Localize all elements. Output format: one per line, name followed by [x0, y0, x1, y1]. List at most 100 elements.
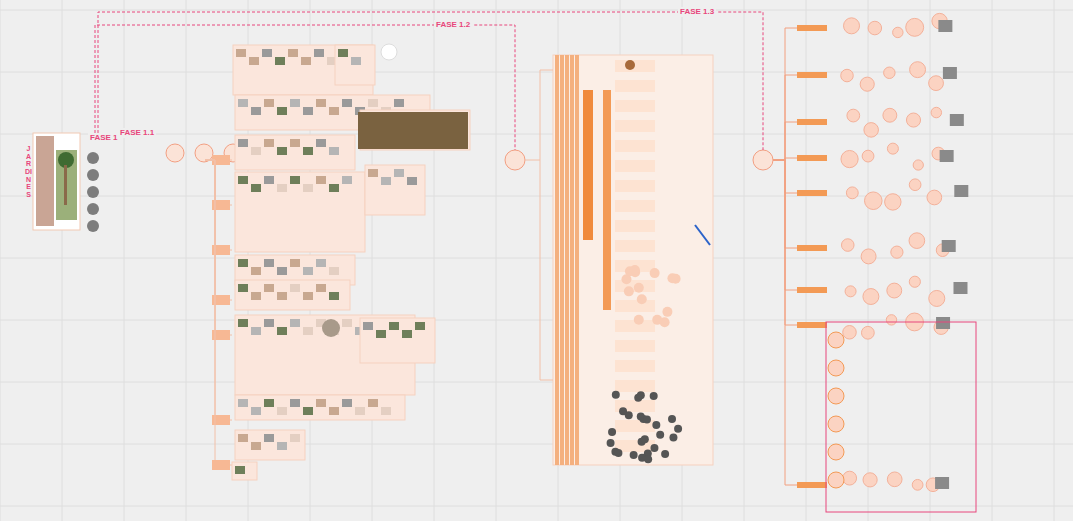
grid-line	[744, 0, 745, 521]
table-row	[615, 60, 655, 72]
thumbnail	[338, 49, 348, 57]
idea-circle	[864, 192, 882, 210]
poster-panel	[33, 133, 80, 230]
dot	[637, 294, 647, 304]
phase-title: FASE 1.1	[118, 128, 156, 138]
thumbnail	[316, 176, 326, 184]
photo-dot	[607, 439, 615, 447]
idea-circle	[841, 150, 858, 167]
idea-circle	[828, 416, 844, 432]
thumbnail	[249, 57, 259, 65]
orange-tag	[797, 72, 827, 78]
grid-line	[0, 0, 1, 521]
thumbnail	[251, 107, 261, 115]
idea-circle	[844, 18, 860, 34]
content-panel	[365, 165, 425, 215]
idea-circle	[847, 109, 860, 122]
orange-band	[555, 55, 559, 465]
phase-label: FASE 1	[88, 133, 120, 143]
thumbnail	[389, 322, 399, 330]
table-row	[615, 180, 655, 192]
dot	[624, 286, 634, 296]
thumbnail	[394, 169, 404, 177]
dot	[667, 273, 677, 283]
dragonfly	[695, 225, 710, 245]
thumbnail	[277, 327, 287, 335]
orange-tag	[797, 287, 827, 293]
content-panel	[235, 280, 350, 310]
thumbnail	[251, 292, 261, 300]
photo-dot	[614, 449, 622, 457]
thumbnail	[329, 184, 339, 192]
grid-line	[1054, 0, 1055, 521]
thumbnail	[936, 317, 950, 329]
thumbnail	[290, 139, 300, 147]
thumbnail	[950, 114, 964, 126]
photo-dot	[669, 433, 677, 441]
table-row	[615, 240, 655, 252]
idea-circle	[828, 360, 844, 376]
table-row	[615, 80, 655, 92]
dot	[634, 315, 644, 325]
thumbnail	[935, 477, 949, 489]
phase-title: FASE 1	[88, 133, 120, 143]
branch-line	[205, 160, 232, 250]
grid-line	[0, 258, 1073, 259]
idea-circle	[841, 239, 854, 252]
idea-circle	[909, 233, 925, 249]
thumbnail	[303, 147, 313, 155]
photo-dot	[630, 451, 638, 459]
idea-circle	[893, 27, 903, 37]
idea-circle	[887, 143, 898, 154]
hub-circle	[753, 150, 773, 170]
thumbnail	[238, 99, 248, 107]
orange-tag	[797, 245, 827, 251]
thumbnail	[264, 434, 274, 442]
content-panel	[232, 462, 257, 480]
idea-circle	[883, 108, 897, 122]
thumbnail	[251, 407, 261, 415]
photo-dot	[641, 435, 649, 443]
photo-dot	[661, 450, 669, 458]
thumbnail	[264, 319, 274, 327]
orange-band	[583, 90, 593, 240]
phase-label: FASE 1.1	[118, 128, 156, 138]
idea-circle	[828, 472, 844, 488]
thumbnail	[238, 259, 248, 267]
thumbnail	[342, 399, 352, 407]
thumbnail	[368, 169, 378, 177]
grid-line	[186, 0, 187, 521]
photo	[36, 136, 54, 226]
idea-circle	[929, 76, 944, 91]
branch-line	[205, 160, 232, 420]
branch-line	[525, 70, 553, 380]
thumbnail	[329, 267, 339, 275]
table-panel	[553, 55, 713, 465]
branch-line	[205, 160, 232, 300]
hub-circle	[195, 144, 213, 162]
thumbnail	[290, 399, 300, 407]
idea-circle	[891, 246, 903, 258]
thumbnail	[942, 240, 956, 252]
thumbnail	[238, 399, 248, 407]
content-panel	[235, 135, 355, 170]
thumbnail	[301, 57, 311, 65]
orange-tag	[797, 322, 827, 328]
idea-circle	[887, 472, 902, 487]
thumbnail	[953, 282, 967, 294]
content-panel	[235, 395, 405, 420]
thumbnail	[264, 176, 274, 184]
thumbnail	[342, 176, 352, 184]
hub-circle	[505, 150, 525, 170]
idea-circle	[860, 77, 874, 91]
grid-line	[62, 0, 63, 521]
orange-tag	[797, 482, 827, 488]
thumbnail	[290, 319, 300, 327]
phase-title: FASE 1.3	[678, 7, 716, 17]
grid-line	[0, 196, 1073, 197]
thumbnail	[251, 267, 261, 275]
thumbnail	[87, 169, 99, 181]
idea-circle	[864, 123, 879, 138]
idea-circle	[927, 190, 942, 205]
